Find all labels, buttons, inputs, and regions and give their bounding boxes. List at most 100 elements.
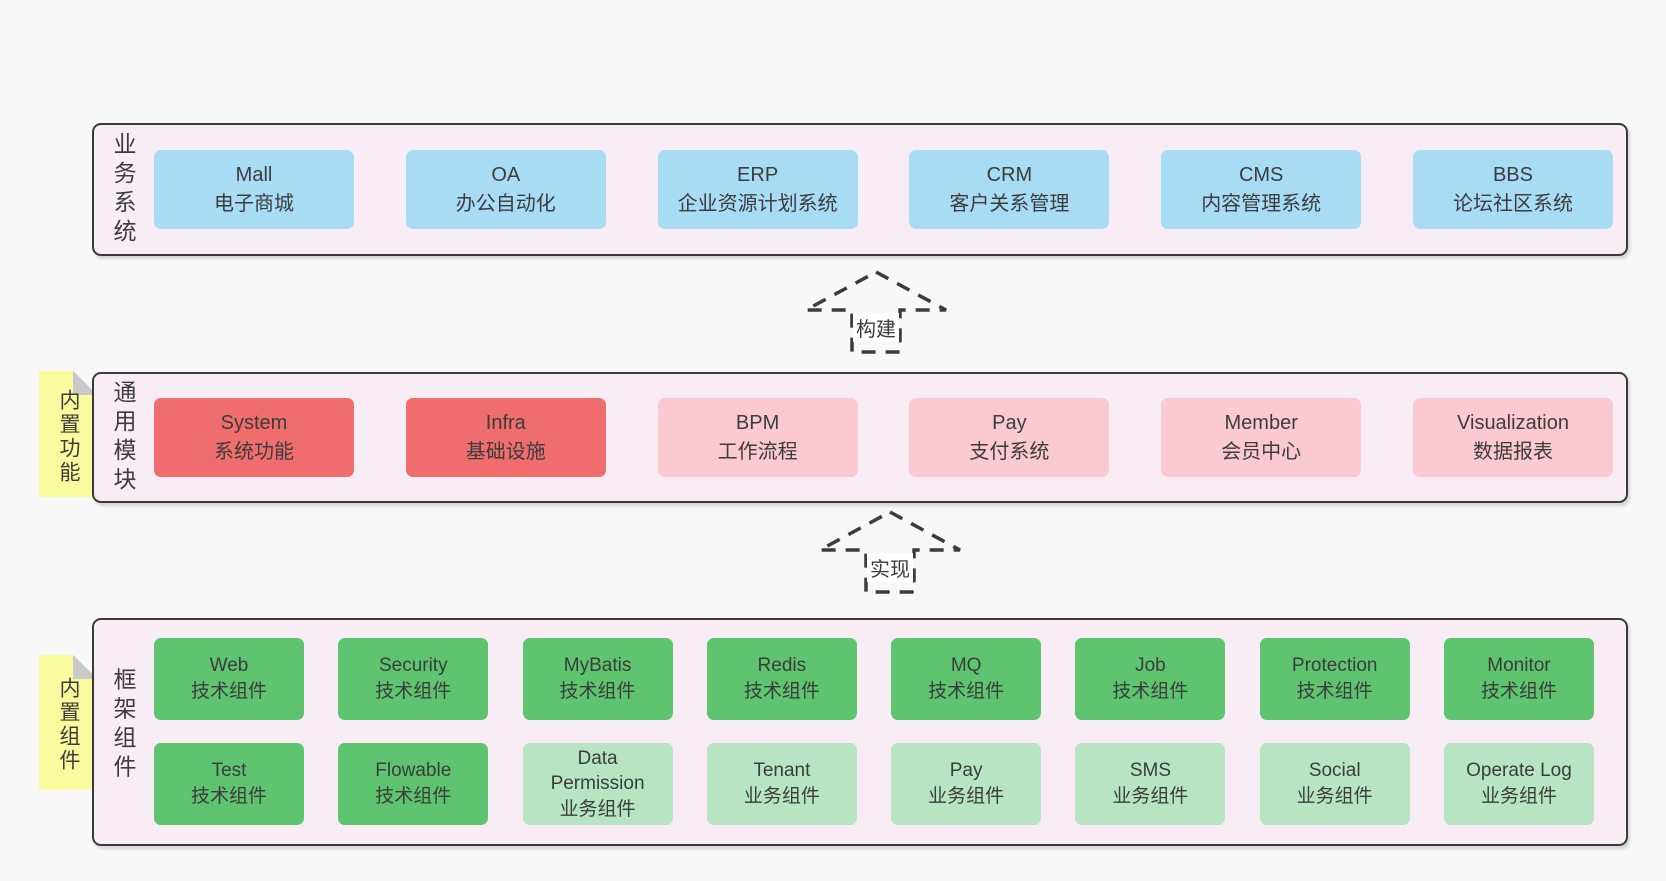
box-subtitle: 技术组件 bbox=[375, 786, 452, 807]
box-title: Tenant bbox=[753, 760, 811, 782]
box-title: Security bbox=[378, 655, 448, 677]
box-title: Operate Log bbox=[1466, 760, 1572, 782]
box-title: Redis bbox=[757, 655, 807, 677]
box-subtitle: 办公自动化 bbox=[455, 192, 556, 215]
box-title: Mall bbox=[235, 164, 273, 187]
box-title: MQ bbox=[950, 655, 982, 677]
box-social: Social 业务组件 bbox=[1259, 743, 1410, 825]
box-title: MyBatis bbox=[563, 655, 632, 677]
box-test: Test 技术组件 bbox=[154, 743, 304, 825]
box-cms: CMS 内容管理系统 bbox=[1161, 150, 1362, 229]
box-title: Test bbox=[211, 760, 247, 782]
section-label: 业务系统 bbox=[110, 131, 136, 248]
box-visualization: Visualization 数据报表 bbox=[1412, 398, 1613, 477]
box-title: System bbox=[220, 412, 288, 435]
modules-box-row: System 系统功能 Infra 基础设施 BPM 工作流程 Pay 支付系统… bbox=[154, 398, 1613, 477]
box-sms: SMS 业务组件 bbox=[1075, 743, 1226, 825]
components-box-row-1: Web 技术组件 Security 技术组件 MyBatis 技术组件 Redi… bbox=[154, 638, 1594, 720]
box-title: Pay bbox=[992, 412, 1027, 435]
box-subtitle: 工作流程 bbox=[717, 440, 798, 463]
box-subtitle: 业务组件 bbox=[1112, 786, 1189, 807]
box-system: System 系统功能 bbox=[154, 398, 354, 477]
box-subtitle: 业务组件 bbox=[928, 786, 1005, 807]
arrow-up-implement: 实现 bbox=[818, 510, 962, 594]
box-protection: Protection 技术组件 bbox=[1259, 638, 1410, 720]
box-subtitle: 企业资源计划系统 bbox=[677, 192, 838, 215]
box-flowable: Flowable 技术组件 bbox=[338, 743, 489, 825]
sticky-note-built-in-features: 内置功能 bbox=[39, 371, 97, 497]
box-subtitle: 基础设施 bbox=[465, 440, 546, 463]
box-subtitle: 技术组件 bbox=[1112, 681, 1189, 702]
box-title: Data Permission bbox=[550, 747, 645, 795]
box-subtitle: 系统功能 bbox=[214, 440, 294, 463]
box-subtitle: 技术组件 bbox=[743, 681, 820, 702]
arrow-label: 构建 bbox=[853, 313, 899, 342]
sticky-note-built-in-components: 内置组件 bbox=[39, 655, 97, 790]
box-pay-system: Pay 支付系统 bbox=[909, 398, 1110, 477]
box-subtitle: 技术组件 bbox=[928, 681, 1005, 702]
box-subtitle: 会员中心 bbox=[1221, 440, 1302, 463]
box-title: Flowable bbox=[375, 760, 452, 782]
box-title: ERP bbox=[737, 164, 779, 187]
note-label: 内置组件 bbox=[57, 677, 80, 774]
box-security: Security 技术组件 bbox=[338, 638, 489, 720]
business-box-row: Mall 电子商城 OA 办公自动化 ERP 企业资源计划系统 CRM 客户关系… bbox=[154, 150, 1613, 229]
box-mall: Mall 电子商城 bbox=[154, 150, 354, 229]
box-subtitle: 论坛社区系统 bbox=[1452, 192, 1573, 215]
box-member: Member 会员中心 bbox=[1161, 398, 1362, 477]
box-subtitle: 电子商城 bbox=[214, 192, 294, 215]
box-title: CMS bbox=[1238, 164, 1284, 187]
box-pay-component: Pay 业务组件 bbox=[891, 743, 1042, 825]
box-bbs: BBS 论坛社区系统 bbox=[1412, 150, 1613, 229]
box-subtitle: 技术组件 bbox=[190, 681, 267, 702]
box-subtitle: 技术组件 bbox=[375, 681, 452, 702]
box-title: Visualization bbox=[1457, 412, 1569, 435]
box-crm: CRM 客户关系管理 bbox=[909, 150, 1110, 229]
box-erp: ERP 企业资源计划系统 bbox=[657, 150, 858, 229]
box-title: SMS bbox=[1129, 760, 1171, 782]
box-mq: MQ 技术组件 bbox=[891, 638, 1042, 720]
arrow-up-build: 构建 bbox=[804, 270, 948, 354]
box-subtitle: 业务组件 bbox=[559, 798, 636, 820]
box-subtitle: 客户关系管理 bbox=[949, 192, 1070, 215]
box-job: Job 技术组件 bbox=[1075, 638, 1226, 720]
box-mybatis: MyBatis 技术组件 bbox=[522, 638, 673, 720]
box-subtitle: 支付系统 bbox=[969, 440, 1050, 463]
dashed-up-arrow-icon bbox=[819, 510, 961, 594]
box-title: Infra bbox=[485, 412, 526, 435]
box-operate-log: Operate Log 业务组件 bbox=[1443, 743, 1594, 825]
box-subtitle: 技术组件 bbox=[190, 786, 267, 807]
arrow-label: 实现 bbox=[867, 553, 913, 582]
box-monitor: Monitor 技术组件 bbox=[1443, 638, 1594, 720]
section-label: 框架组件 bbox=[110, 667, 136, 784]
box-title: Member bbox=[1224, 412, 1298, 435]
box-title: Protection bbox=[1291, 655, 1378, 677]
box-title: BPM bbox=[735, 412, 780, 435]
box-title: OA bbox=[491, 164, 521, 187]
box-infra: Infra 基础设施 bbox=[405, 398, 606, 477]
box-data-permission: Data Permission 业务组件 bbox=[522, 743, 673, 825]
box-subtitle: 业务组件 bbox=[743, 786, 820, 807]
box-title: Social bbox=[1308, 760, 1361, 782]
box-subtitle: 业务组件 bbox=[1480, 786, 1557, 807]
box-subtitle: 业务组件 bbox=[1296, 786, 1373, 807]
box-tenant: Tenant 业务组件 bbox=[706, 743, 857, 825]
dashed-up-arrow-icon bbox=[805, 270, 947, 354]
box-title: CRM bbox=[986, 164, 1033, 187]
section-label: 通用模块 bbox=[110, 379, 136, 496]
note-label: 内置功能 bbox=[57, 388, 80, 485]
box-title: BBS bbox=[1492, 164, 1533, 187]
box-oa: OA 办公自动化 bbox=[405, 150, 606, 229]
box-title: Pay bbox=[949, 760, 983, 782]
box-title: Web bbox=[209, 655, 249, 677]
box-subtitle: 技术组件 bbox=[1480, 681, 1557, 702]
section-framework-components: 框架组件 Web 技术组件 Security 技术组件 MyBatis 技术组件… bbox=[92, 618, 1628, 846]
box-title: Job bbox=[1135, 655, 1166, 677]
box-web: Web 技术组件 bbox=[154, 638, 304, 720]
section-common-modules: 通用模块 System 系统功能 Infra 基础设施 BPM 工作流程 Pay… bbox=[92, 372, 1628, 503]
box-subtitle: 技术组件 bbox=[1296, 681, 1373, 702]
box-subtitle: 技术组件 bbox=[559, 681, 636, 702]
box-bpm: BPM 工作流程 bbox=[657, 398, 858, 477]
box-redis: Redis 技术组件 bbox=[706, 638, 857, 720]
components-box-row-2: Test 技术组件 Flowable 技术组件 Data Permission … bbox=[154, 743, 1594, 825]
